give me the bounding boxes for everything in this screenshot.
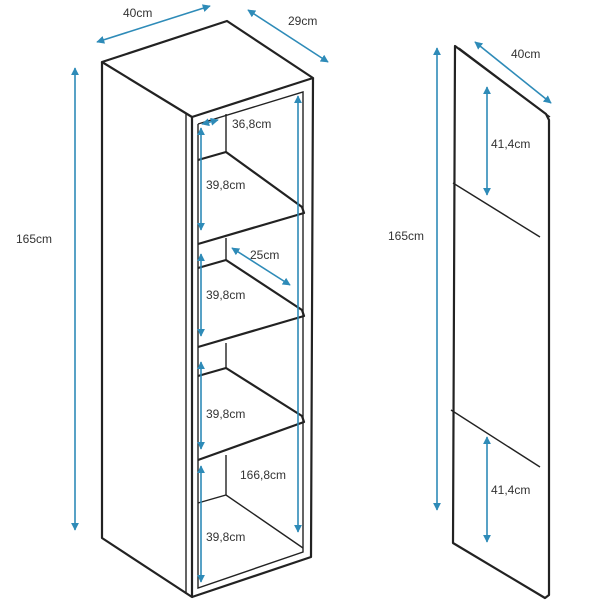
cabinet-right-front [191, 77, 315, 599]
shelf-2 [197, 258, 306, 349]
cabinet-dimensions: 40cm 29cm 165cm 36,8cm 25cm 166,8cm 39,8… [16, 4, 329, 583]
shelf-3 [197, 366, 306, 462]
shelf-depth-label: 25cm [250, 248, 279, 262]
compartment-4-label: 39,8cm [206, 530, 245, 544]
door-bottom-line [450, 409, 541, 468]
cabinet-top [100, 19, 315, 119]
cabinet-depth-label: 29cm [288, 14, 317, 28]
shelf-bottom [197, 494, 304, 549]
shelf-depth-arrow [231, 247, 291, 286]
door-drawing [450, 44, 551, 600]
cabinet-height-label: 165cm [16, 232, 52, 246]
inner-height-label: 166,8cm [240, 468, 286, 482]
width-arrow [96, 4, 211, 44]
inner-width-label: 36,8cm [232, 117, 271, 131]
shelf-1 [197, 150, 306, 246]
door-top-offset-label: 41,4cm [491, 137, 530, 151]
door-top-line [452, 182, 541, 238]
door-width-label: 40cm [511, 47, 540, 61]
door-outline [451, 44, 551, 600]
cabinet-width-label: 40cm [123, 6, 152, 20]
cabinet-opening [197, 91, 304, 589]
depth-arrow [247, 9, 329, 63]
compartment-1-label: 39,8cm [206, 178, 245, 192]
door-height-label: 165cm [388, 229, 424, 243]
door-dimensions: 165cm 40cm 41,4cm 41,4cm [388, 41, 552, 543]
door-bottom-offset-label: 41,4cm [491, 483, 530, 497]
inner-width-arrow [201, 117, 219, 127]
shelves [197, 114, 306, 549]
compartment-2-label: 39,8cm [206, 288, 245, 302]
cabinet-drawing [100, 19, 315, 599]
cabinet-left-side [100, 62, 194, 599]
compartment-3-label: 39,8cm [206, 407, 245, 421]
